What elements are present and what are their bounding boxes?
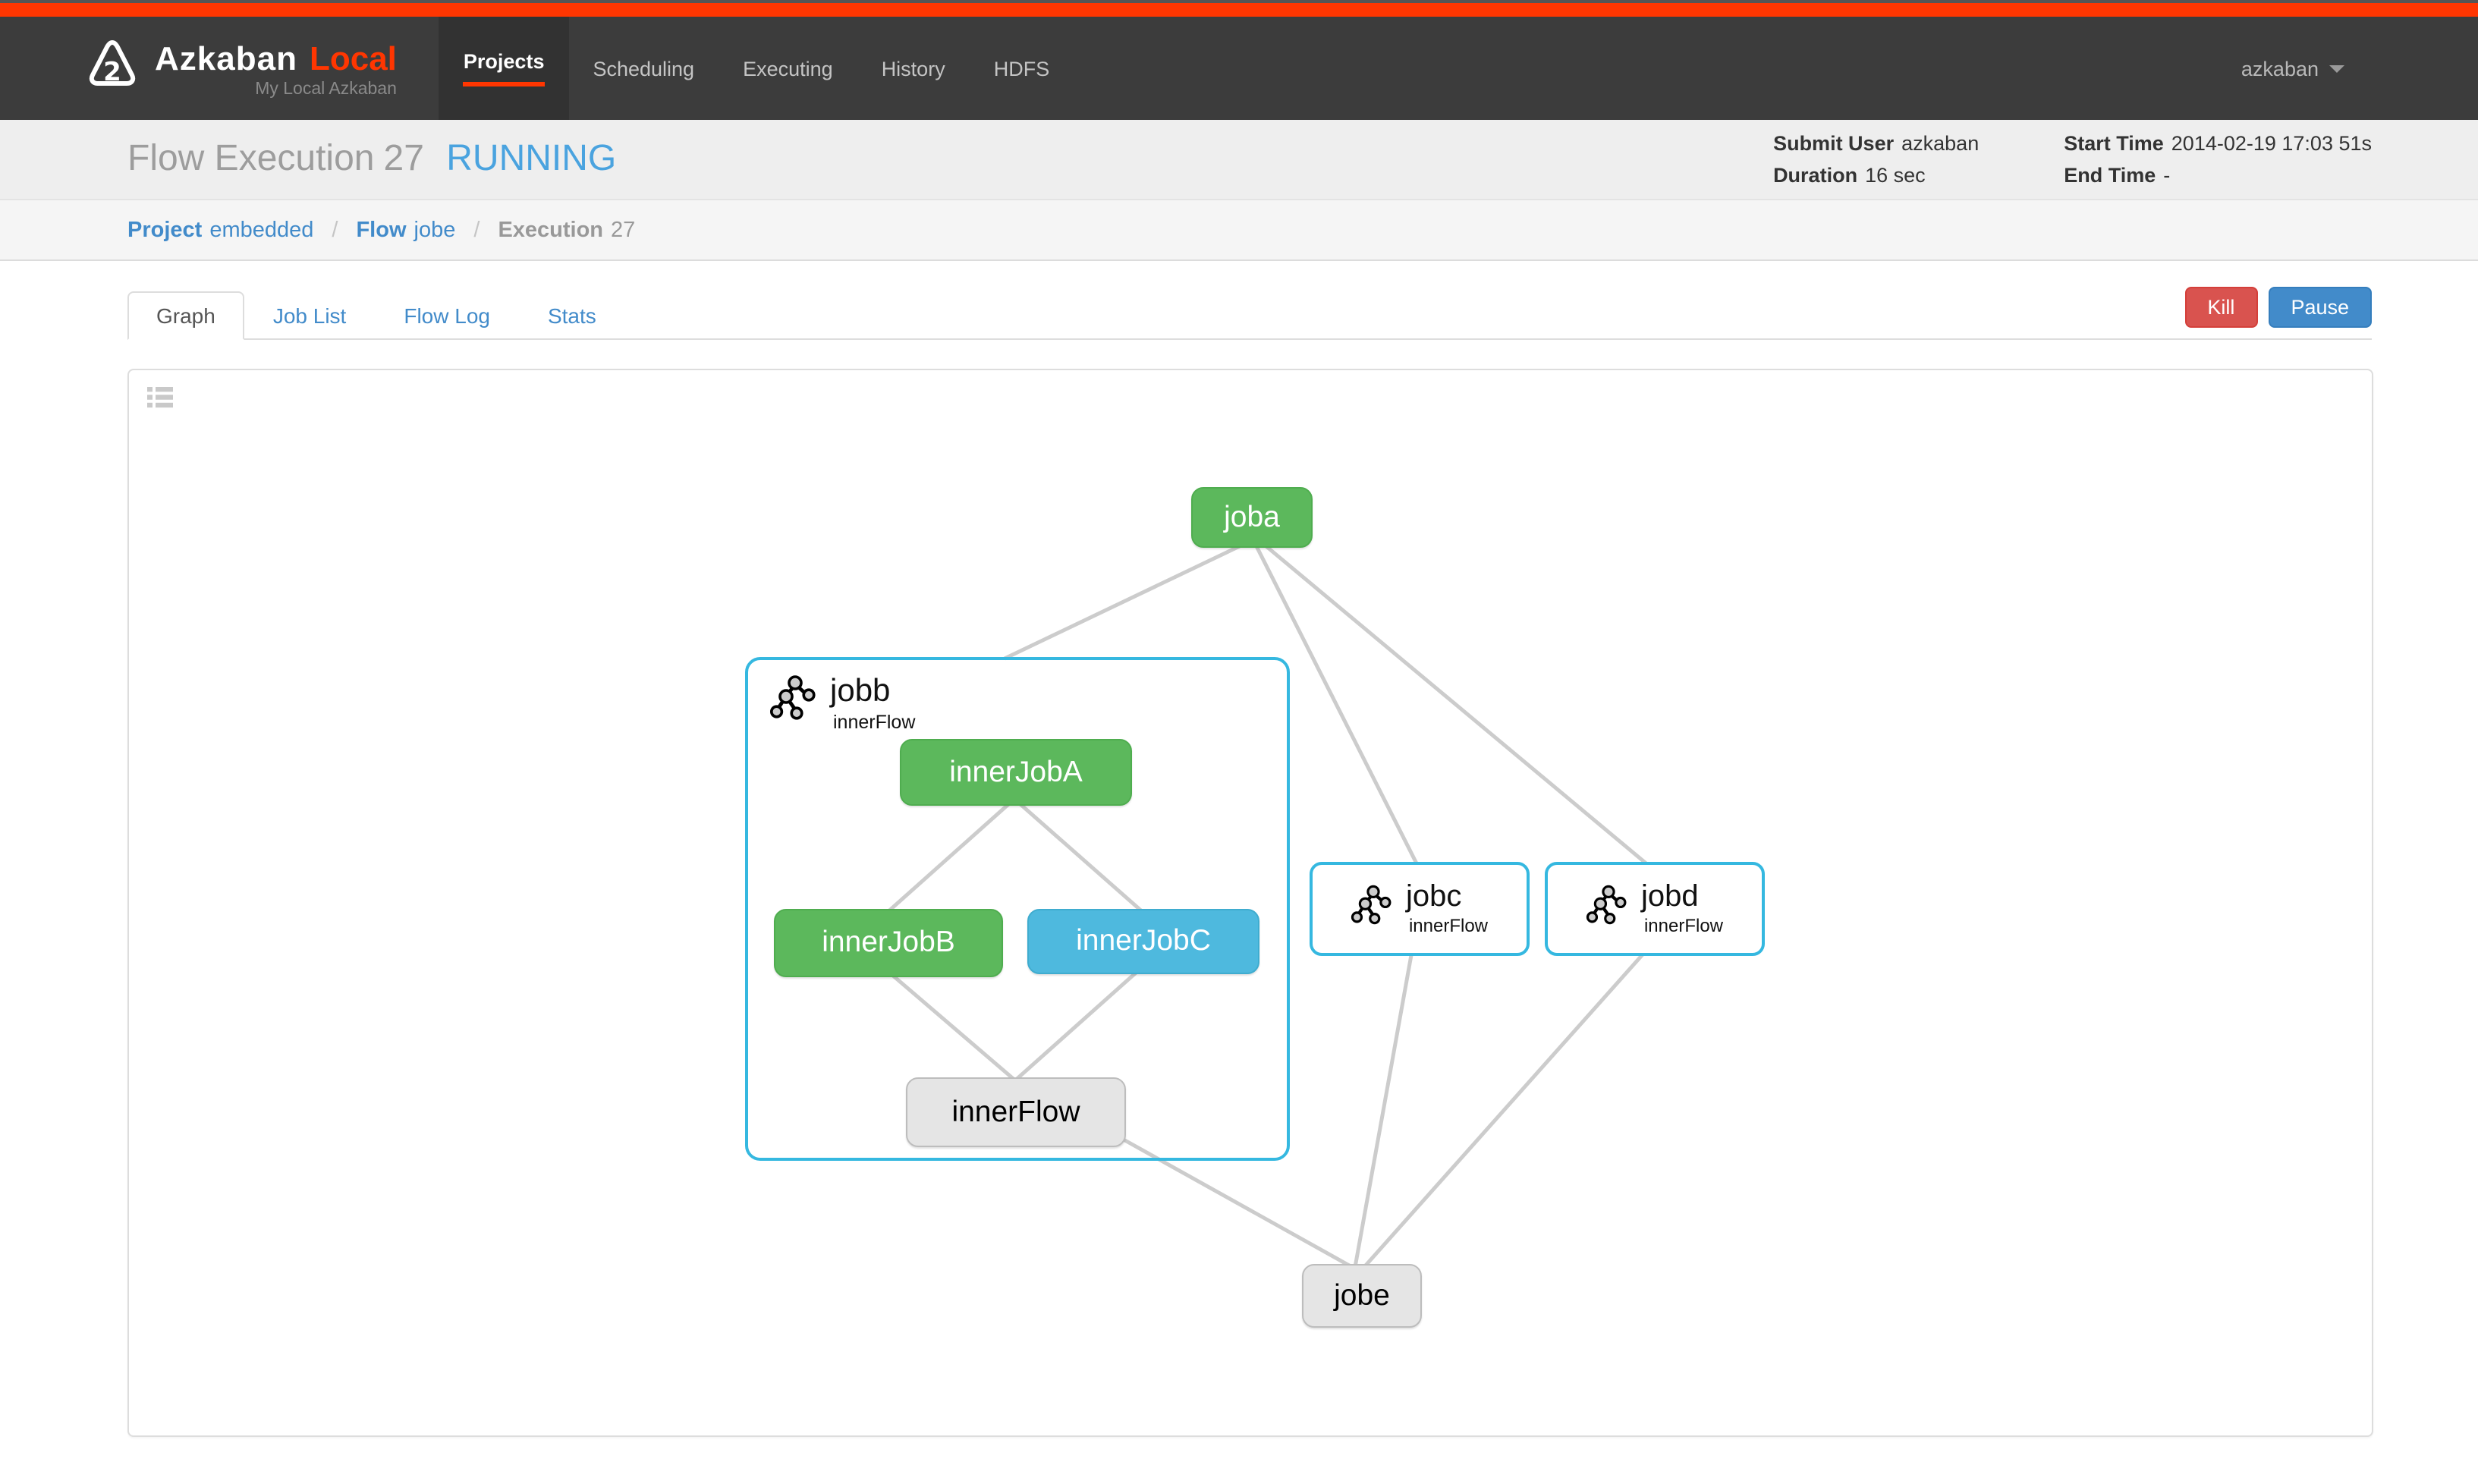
active-underline [463, 82, 545, 86]
duration-label: Duration [1773, 164, 1858, 187]
flow-subtitle: innerFlow [833, 712, 916, 734]
execution-meta: Submit User azkaban Duration 16 sec Start … [1773, 132, 2372, 187]
navbar: 2 Azkaban Local My Local Azkaban Project… [0, 17, 2478, 120]
nav-item-executing[interactable]: Executing [719, 17, 857, 120]
nav-item-projects[interactable]: Projects [439, 17, 569, 120]
user-menu[interactable]: azkaban [2241, 17, 2478, 120]
edge-joba-jobd [1261, 542, 1649, 866]
flow-actions: Kill Pause [2184, 287, 2372, 328]
brand-accent-bar [0, 3, 2478, 17]
flow-box-jobb-header: jobb innerFlow [769, 674, 916, 734]
breadcrumb-execution: Execution 27 [498, 218, 635, 242]
crumb-label: Execution [498, 218, 604, 242]
breadcrumb-flow[interactable]: Flow jobe [356, 218, 455, 242]
main-nav: Projects Scheduling Executing History HD… [439, 17, 1074, 120]
main-content: Graph Job List Flow Log Stats Kill Pause [0, 287, 2478, 1437]
pause-button[interactable]: Pause [2268, 287, 2372, 328]
crumb-value: embedded [209, 218, 314, 242]
brand-name: Azkaban [155, 39, 297, 77]
crumb-label: Flow [356, 218, 407, 242]
nav-item-hdfs[interactable]: HDFS [970, 17, 1074, 120]
flow-title: jobb [830, 674, 891, 709]
end-time-label: End Time [2064, 164, 2156, 187]
user-name: azkaban [2241, 57, 2319, 80]
nav-item-scheduling[interactable]: Scheduling [568, 17, 719, 120]
flow-title: jobc [1405, 880, 1462, 913]
nav-item-label: Scheduling [593, 57, 695, 80]
start-time-value: 2014-02-19 17:03 51s [2171, 132, 2372, 155]
job-node-innerJobB[interactable]: innerJobB [774, 909, 1003, 977]
job-list-toggle-icon[interactable] [147, 387, 173, 416]
job-node-jobe[interactable]: jobe [1302, 1264, 1422, 1328]
job-node-innerFlow[interactable]: innerFlow [906, 1077, 1126, 1147]
tab-flow-log[interactable]: Flow Log [404, 303, 490, 328]
azkaban-logo-icon: 2 [85, 37, 140, 99]
nav-item-label: History [881, 57, 945, 80]
submit-user-row: Submit User azkaban [1773, 132, 1979, 155]
brand-link[interactable]: 2 Azkaban Local My Local Azkaban [0, 17, 397, 120]
edge-jobd-jobe [1363, 945, 1651, 1269]
job-node-innerJobA[interactable]: innerJobA [900, 739, 1132, 806]
tab-graph[interactable]: Graph [127, 291, 244, 340]
nav-item-history[interactable]: History [857, 17, 970, 120]
submit-user-label: Submit User [1773, 132, 1895, 155]
kill-button[interactable]: Kill [2184, 287, 2258, 328]
flow-icon [769, 675, 821, 728]
flow-node-jobd[interactable]: jobd innerFlow [1545, 862, 1765, 956]
end-time-value: - [2163, 164, 2171, 187]
edge-joba-jobb [1003, 541, 1247, 661]
duration-value: 16 sec [1865, 164, 1926, 187]
brand-suffix: Local [309, 39, 397, 77]
edge-jobc-jobe [1353, 946, 1415, 1268]
duration-row: Duration 16 sec [1773, 164, 1979, 187]
top-strip [0, 0, 2478, 3]
crumb-label: Project [127, 218, 203, 242]
nav-item-label: Executing [743, 57, 833, 80]
job-node-innerJobC[interactable]: innerJobC [1027, 909, 1259, 974]
crumb-value: 27 [611, 218, 636, 242]
chevron-down-icon [2329, 64, 2344, 72]
submit-user-value: azkaban [1901, 132, 1980, 155]
crumb-value: jobe [414, 218, 456, 242]
svg-text:2: 2 [103, 56, 121, 86]
breadcrumb-separator: / [473, 218, 480, 242]
nav-item-label: HDFS [993, 57, 1050, 80]
flow-icon [1351, 885, 1397, 933]
start-time-row: Start Time 2014-02-19 17:03 51s [2064, 132, 2372, 155]
flow-title: jobd [1640, 880, 1699, 913]
flow-subtitle: innerFlow [1408, 915, 1489, 936]
breadcrumb-separator: / [332, 218, 338, 242]
tab-job-list[interactable]: Job List [272, 303, 347, 328]
status-badge: RUNNING [446, 138, 617, 179]
start-time-label: Start Time [2064, 132, 2164, 155]
brand-subtitle: My Local Azkaban [255, 80, 397, 98]
flow-node-jobc[interactable]: jobc innerFlow [1310, 862, 1530, 956]
tab-stats[interactable]: Stats [547, 303, 596, 328]
end-time-row: End Time- [2064, 164, 2372, 187]
nav-item-label: Projects [463, 50, 545, 73]
brand-texts: Azkaban Local My Local Azkaban [155, 39, 397, 98]
flow-box-jobb[interactable]: jobb innerFlow [745, 657, 1290, 1161]
flow-graph-panel: jobb innerFlow [127, 369, 2373, 1437]
page-title-text: Flow Execution [127, 138, 375, 179]
flow-icon [1586, 885, 1632, 933]
job-node-joba[interactable]: joba [1191, 487, 1313, 548]
flow-subtitle: innerFlow [1643, 915, 1724, 936]
tabs-bar: Graph Job List Flow Log Stats Kill Pause [127, 287, 2372, 340]
execution-id: 27 [383, 138, 424, 179]
